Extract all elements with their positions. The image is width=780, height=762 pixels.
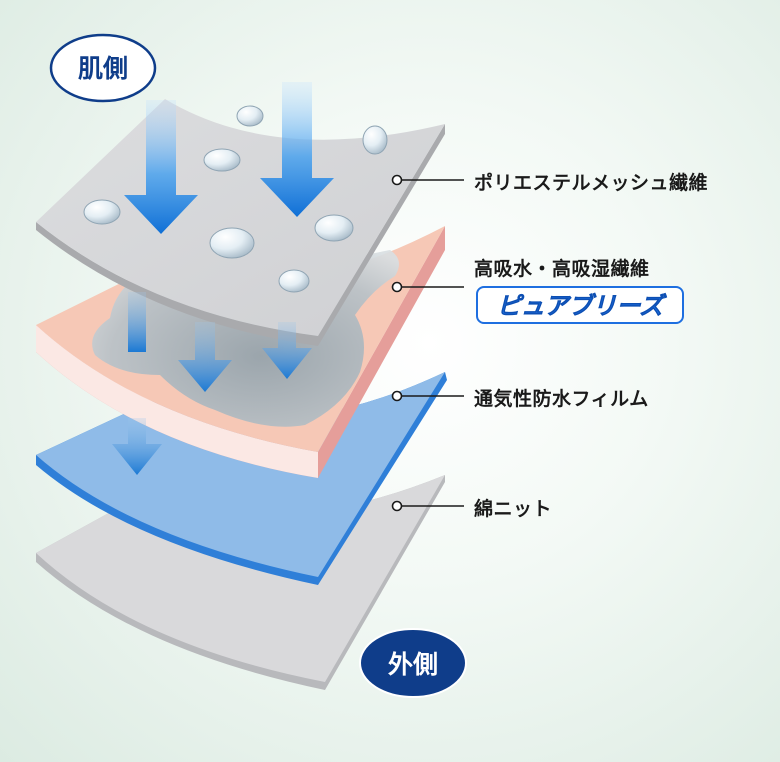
- membrane-layer-label: 通気性防水フィルム: [474, 388, 649, 410]
- skin-side-badge: 肌側: [49, 33, 157, 103]
- cotton-knit-label: 綿ニット: [474, 498, 553, 520]
- outer-side-badge: 外側: [359, 628, 467, 698]
- callout-lines: [391, 174, 464, 512]
- outer-side-label: 外側: [388, 650, 438, 679]
- down-arrow-icon: [112, 418, 162, 475]
- callout-dot: [391, 500, 403, 512]
- brand-logo: ピュアブリーズ: [476, 286, 684, 324]
- down-arrow-icon: [178, 322, 232, 392]
- down-arrow-icon: [128, 292, 146, 352]
- callout-dot: [391, 390, 403, 402]
- down-arrow-icon: [262, 322, 312, 379]
- mesh-layer: [36, 99, 445, 346]
- skin-side-label: 肌側: [78, 54, 128, 83]
- mesh-layer-label: ポリエステルメッシュ繊維: [474, 172, 709, 194]
- callout-dot: [391, 174, 403, 186]
- moisture-flow-arrows: [112, 82, 334, 475]
- water-droplets: [83, 105, 388, 293]
- absorbent-layer-label: 高吸水・高吸湿繊維: [474, 258, 650, 280]
- brand-logo-text: ピュアブリーズ: [497, 292, 667, 320]
- callout-dot: [391, 281, 403, 293]
- down-arrow-icon: [260, 82, 334, 217]
- down-arrow-icon: [124, 100, 198, 234]
